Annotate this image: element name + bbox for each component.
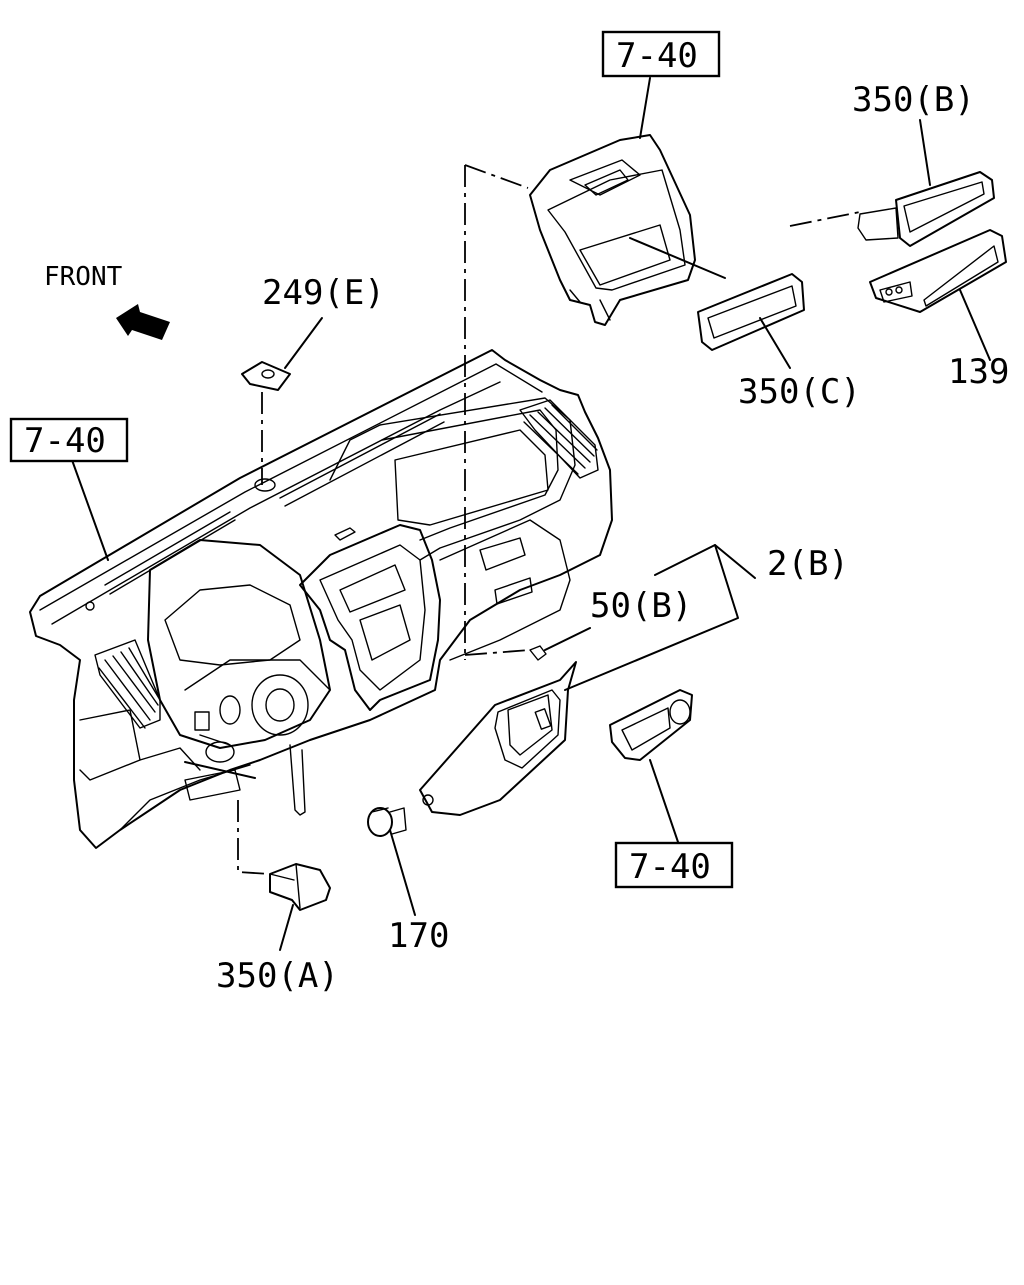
ref-box-top-label: 7-40 (616, 36, 698, 76)
ref-box-left-label: 7-40 (24, 421, 106, 461)
leader-lines (71, 77, 991, 951)
callout-50b: 50(B) (590, 586, 692, 626)
instrument-panel (29, 349, 613, 849)
callout-350b: 350(B) (852, 80, 975, 120)
part-350c-pocket (697, 273, 805, 351)
callout-139: 139 (948, 352, 1009, 392)
part-2b-cover (419, 661, 577, 816)
ref-box-bottom: 7-40 (614, 841, 734, 889)
part-50b-clip (529, 645, 547, 661)
ref-box-bottom-label: 7-40 (629, 847, 711, 887)
front-arrow-icon (116, 304, 170, 340)
ref-box-left: 7-40 (9, 417, 129, 463)
part-350a-pocket (269, 863, 331, 911)
callout-350a: 350(A) (216, 956, 339, 996)
front-indicator: FRONT (44, 262, 170, 340)
ref-box-top: 7-40 (601, 30, 721, 78)
callout-2b: 2(B) (767, 544, 849, 584)
bottom-right-bezel (609, 689, 693, 761)
callout-170: 170 (388, 916, 449, 956)
callout-350c: 350(C) (738, 372, 861, 412)
callout-249e: 249(E) (262, 273, 385, 313)
center-bezel (529, 134, 696, 326)
part-170-fastener (367, 807, 407, 837)
part-249e-cap (241, 361, 291, 391)
part-139-tray (869, 229, 1007, 313)
part-350b-pocket (857, 171, 995, 247)
front-label: FRONT (44, 262, 123, 292)
